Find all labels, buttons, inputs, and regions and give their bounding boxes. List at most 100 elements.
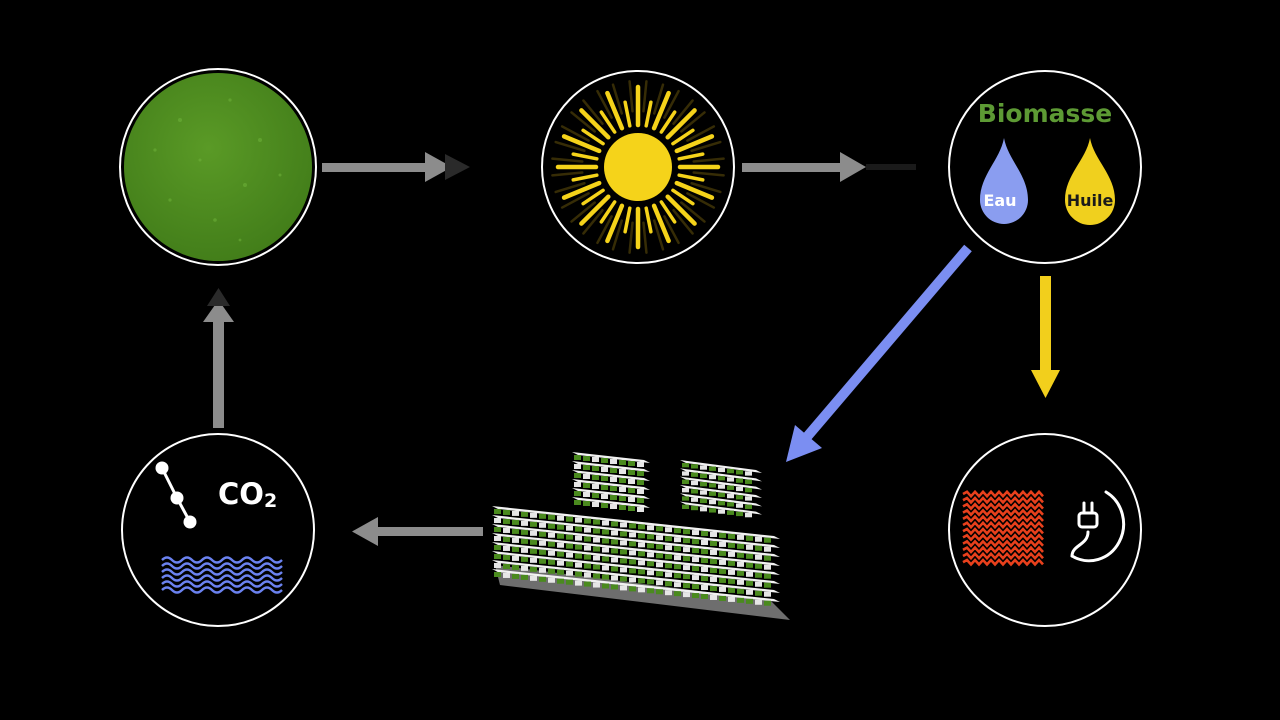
algae-facade-panel (575, 562, 582, 568)
heat-coil-line (962, 489, 1044, 499)
algae-facade-panel (728, 596, 735, 602)
algae-facade-panel (592, 457, 599, 462)
algae-facade-panel (557, 515, 564, 521)
algae-facade-panel (718, 467, 725, 473)
algae-facade-panel (682, 463, 689, 468)
algae-facade-panel (539, 567, 546, 573)
heat-coil-icon (962, 489, 1044, 567)
algae-facade-panel (575, 517, 582, 523)
building-floor-slab (572, 497, 650, 508)
algae-facade-panel (700, 482, 707, 487)
algae-facade-panel (592, 466, 599, 471)
algae-facade-panel (764, 582, 771, 588)
algae-facade-panel (629, 559, 636, 565)
algae-facade-panel (548, 550, 555, 556)
algae-facade-panel (584, 581, 591, 587)
algae-facade-panel (764, 573, 771, 579)
algae-facade-panel (647, 552, 654, 558)
algae-facade-panel (710, 531, 717, 537)
algae-facade-panel (566, 534, 573, 540)
algae-facade-panel (574, 500, 581, 505)
sun-ray (599, 200, 617, 224)
algae-facade-panel (647, 561, 654, 567)
sun-ray-shadow (653, 219, 665, 251)
algae-facade-panel (602, 583, 609, 589)
building-floor-slab (492, 506, 780, 539)
algae-facade-panel (584, 545, 591, 551)
sun-ray-shadow (596, 89, 613, 119)
algae-facade-panel (682, 496, 689, 501)
sun-ray-shadow (628, 80, 634, 113)
algae-facade-panel (629, 523, 636, 529)
sun-ray-shadow (672, 99, 694, 125)
algae-facade-panel (755, 536, 762, 542)
algae-facade-panel (548, 559, 555, 565)
algae-facade-panel (601, 503, 608, 508)
algae-facade-panel (755, 581, 762, 587)
algae-facade-panel (575, 553, 582, 559)
algae-facade-panel (548, 568, 555, 574)
building-floor-slab (680, 501, 762, 515)
algae-facade-panel (593, 519, 600, 525)
sun-ray (665, 108, 697, 140)
algae-facade-panel (728, 533, 735, 539)
algae-facade-panel (638, 587, 645, 593)
algae-facade-panel (682, 504, 689, 509)
algae-facade-panel (619, 478, 626, 483)
algae-facade-panel (682, 488, 689, 493)
algae-facade-panel (557, 533, 564, 539)
algae-facade-panel (745, 479, 752, 484)
algae-facade-panel (718, 492, 725, 498)
heat-coil-line (962, 502, 1044, 511)
algae-facade-panel (674, 582, 681, 588)
heat-coil-line (962, 533, 1044, 542)
building-floor-slab (572, 461, 650, 472)
algae-facade-panel (718, 509, 725, 514)
algae-culture-icon (124, 73, 312, 261)
algae-facade-panel (692, 575, 699, 581)
algae-facade-panel (692, 539, 699, 545)
algae-facade-panel (737, 561, 744, 567)
sun-ray (671, 188, 695, 206)
algae-facade-panel (764, 591, 771, 597)
building-floor-slab (492, 569, 780, 602)
sun-ray (674, 180, 715, 200)
algae-facade-panel (602, 520, 609, 526)
algae-facade-panel (584, 572, 591, 578)
algae-facade-panel (683, 574, 690, 580)
algae-facade-panel (746, 589, 753, 595)
algae-facade-panel (683, 592, 690, 598)
algae-facade-panel (610, 459, 617, 464)
heat-coil-line (962, 545, 1044, 554)
algae-facade-panel (701, 594, 708, 600)
biomass-label: Biomasse (977, 99, 1113, 128)
algae-facade-panel (610, 504, 617, 509)
algae-facade-panel (566, 543, 573, 549)
co2-wave-line (161, 568, 283, 576)
sun-ray-shadow (686, 125, 716, 142)
co2-wave-line (161, 580, 283, 588)
algae-facade-panel (620, 567, 627, 573)
algae-facade-panel (512, 555, 519, 561)
heat-coil-line (962, 539, 1044, 548)
algae-facade-panel (583, 465, 590, 470)
algae-facade-panel (557, 560, 564, 566)
algae-facade-panel (737, 552, 744, 558)
algae-facade-panel (701, 576, 708, 582)
co2-molecule-icon (155, 461, 197, 529)
building-floor-slab (680, 476, 762, 490)
algae-facade-panel (557, 569, 564, 575)
algae-facade-panel (503, 554, 510, 560)
algae-facade-panel (521, 511, 528, 517)
arrow-co2-to-algae (203, 288, 234, 428)
algae-facade-panel (593, 564, 600, 570)
algae-facade-panel (521, 556, 528, 562)
algae-facade-panel (548, 532, 555, 538)
algae-facade-panel (710, 549, 717, 555)
sun-ray (623, 206, 632, 234)
algae-facade-panel (691, 472, 698, 477)
algae-facade-panel (584, 563, 591, 569)
algae-facade-panel (710, 576, 717, 582)
algae-facade-panel (503, 518, 510, 524)
algae-facade-panel (736, 470, 743, 475)
